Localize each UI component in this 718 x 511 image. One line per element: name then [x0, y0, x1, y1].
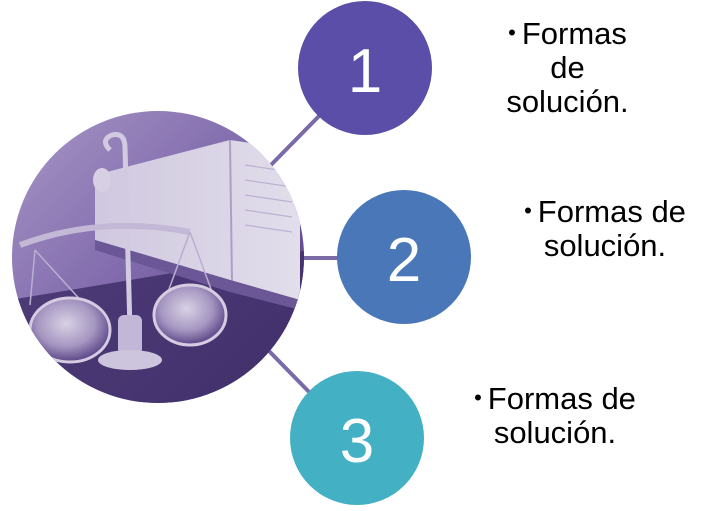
connector-line-1 [266, 110, 325, 170]
step-1-line-1: Formas [521, 16, 627, 51]
step-2-circle [337, 190, 471, 324]
step-3-number: 3 [340, 407, 374, 476]
step-2-line-1: Formas de [537, 194, 686, 229]
step-2: 2 [337, 190, 471, 324]
step-3-circle [290, 371, 424, 505]
step-3-line-1: Formas de [487, 381, 636, 416]
step-1-number: 1 [348, 37, 382, 106]
step-3-text: •Formas de solución. [440, 381, 670, 450]
step-1: 1 [298, 1, 432, 135]
step-3: 3 [290, 371, 424, 505]
bullet-icon: • [524, 198, 532, 223]
step-2-text: •Formas de solución. [495, 194, 715, 263]
step-1-line-2: de [550, 50, 585, 85]
bullet-icon: • [508, 20, 516, 45]
step-1-line-3: solución. [506, 84, 629, 119]
connector-line-3 [266, 348, 317, 400]
scales-of-justice-photo [12, 111, 304, 403]
step-1-circle [298, 1, 432, 135]
step-1-text: •Formas de solución. [470, 16, 665, 119]
bullet-icon: • [474, 385, 482, 410]
step-3-line-2: solución. [493, 415, 617, 450]
step-2-number: 2 [387, 226, 421, 295]
step-2-line-2: solución. [543, 228, 667, 263]
